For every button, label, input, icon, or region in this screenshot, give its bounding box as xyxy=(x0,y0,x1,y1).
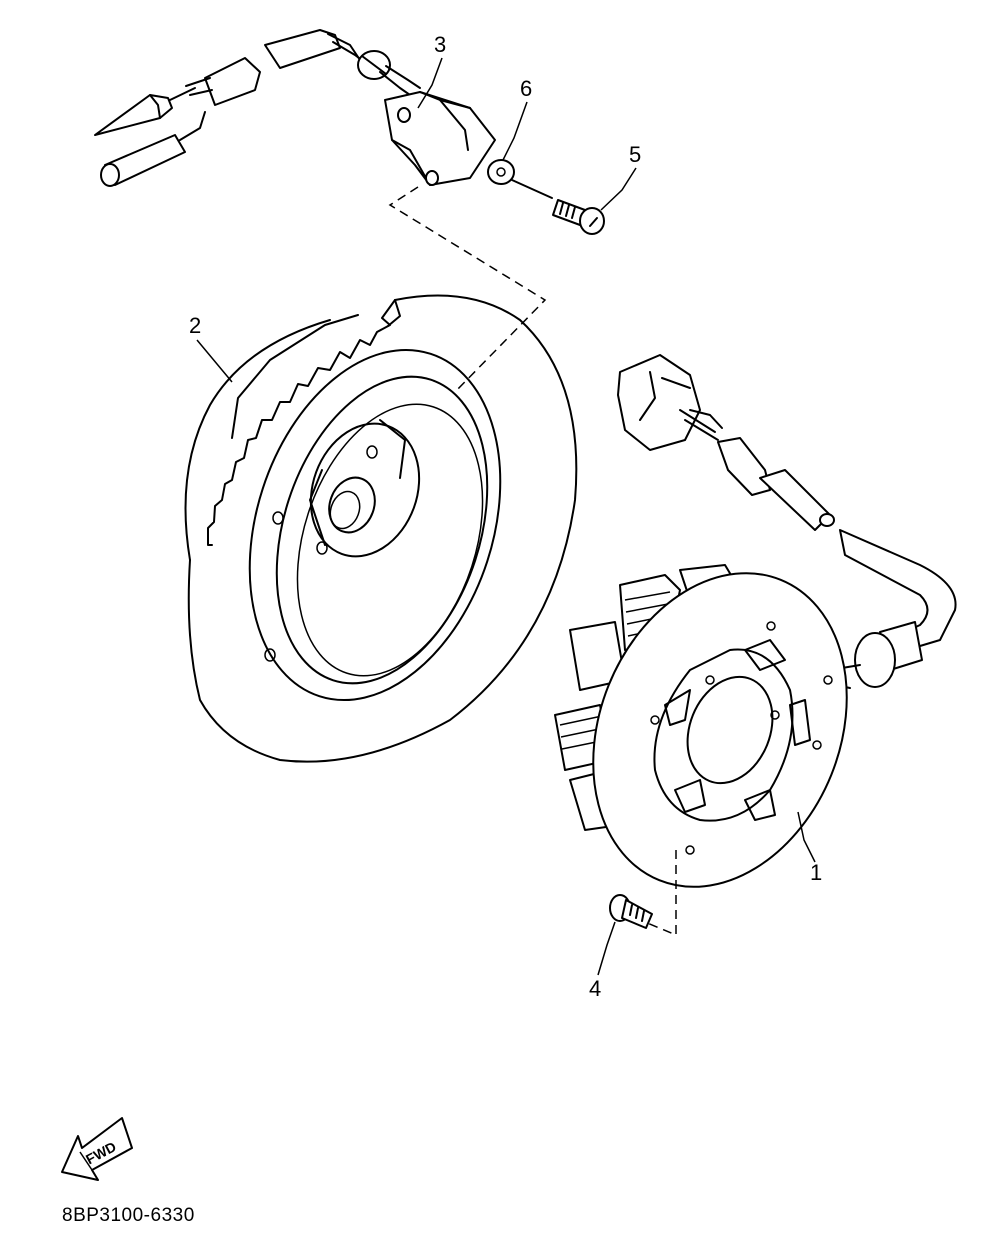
callout-4: 4 xyxy=(589,976,601,1001)
stator-assembly-part-1 xyxy=(554,354,957,937)
callout-3: 3 xyxy=(434,32,446,57)
screw-part-4 xyxy=(609,894,653,929)
flywheel-rotor-part-2 xyxy=(184,294,578,763)
callout-6: 6 xyxy=(520,76,532,101)
pickup-coil-assembly xyxy=(94,29,547,393)
bolt-part-5 xyxy=(552,199,605,235)
callout-2: 2 xyxy=(189,313,201,338)
callout-1: 1 xyxy=(810,860,822,885)
washer-part-6 xyxy=(487,159,553,199)
callout-labels: 3 6 5 2 1 4 xyxy=(189,32,822,1001)
forward-direction-arrow-icon: FWD xyxy=(61,1117,133,1181)
callout-5: 5 xyxy=(629,142,641,167)
document-code: 8BP3100-6330 xyxy=(62,1205,195,1226)
callout-leader-lines xyxy=(196,57,816,976)
